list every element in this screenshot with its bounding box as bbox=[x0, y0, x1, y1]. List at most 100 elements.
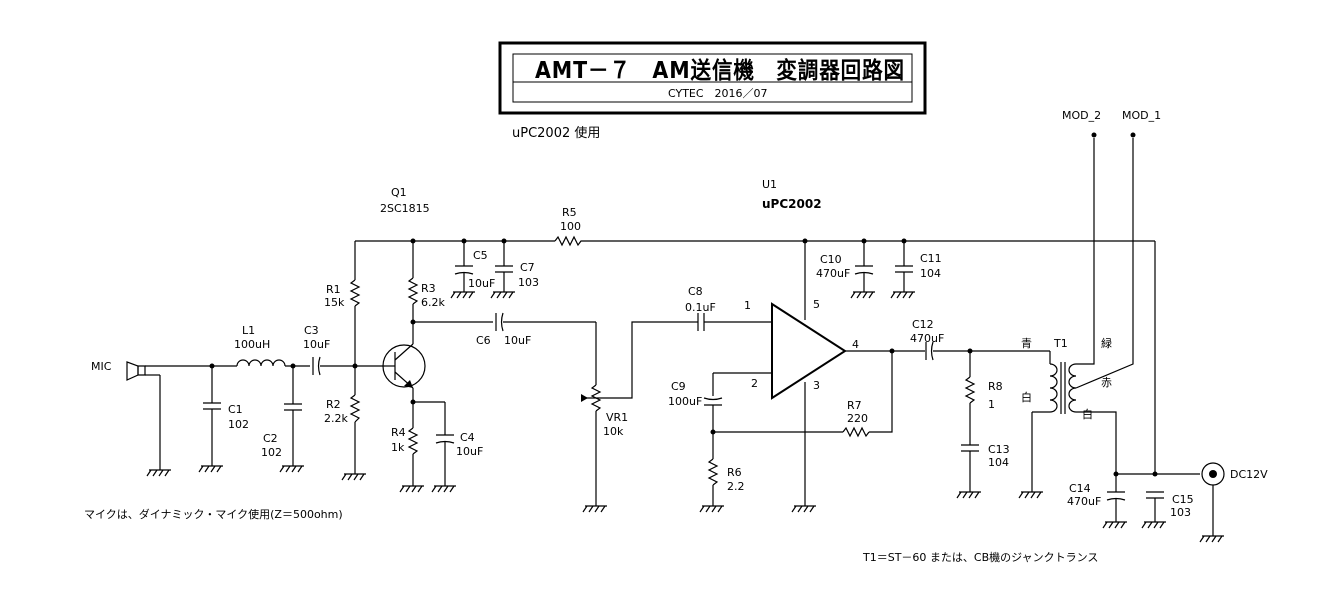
t1-white-primary: 白 bbox=[1021, 390, 1032, 404]
u1-ref: U1 bbox=[762, 178, 777, 191]
ground-icon bbox=[699, 505, 724, 513]
capacitor-c15 bbox=[1146, 491, 1164, 522]
c8-ref: C8 bbox=[688, 285, 703, 298]
ground-icon bbox=[791, 505, 816, 513]
resistor-r6 bbox=[707, 458, 719, 506]
r3-value: 6.2k bbox=[421, 296, 445, 309]
mod1-label: MOD_1 bbox=[1122, 109, 1161, 122]
junction-dot bbox=[1113, 471, 1119, 477]
c7-ref: C7 bbox=[520, 261, 535, 274]
r7-value: 220 bbox=[847, 412, 868, 425]
mic-symbol bbox=[126, 361, 237, 470]
c2-ref: C2 bbox=[263, 432, 278, 445]
ground-icon bbox=[890, 291, 915, 299]
junction-dot bbox=[209, 363, 215, 369]
capacitor-c7 bbox=[495, 241, 513, 292]
note-top: uPC2002 使用 bbox=[512, 125, 600, 141]
r5-ref: R5 bbox=[562, 206, 577, 219]
pin-5: 5 bbox=[813, 298, 820, 311]
title-main: AMT－７ AM送信機 変調器回路図 bbox=[535, 57, 905, 84]
terminal-dot bbox=[1091, 132, 1097, 138]
junction-dot bbox=[410, 399, 416, 405]
r1-value: 15k bbox=[324, 296, 345, 309]
potentiometer-vr1 bbox=[581, 321, 690, 506]
ground-icon bbox=[1199, 535, 1224, 543]
q1-ref: Q1 bbox=[391, 186, 407, 199]
ground-icon bbox=[146, 469, 171, 477]
vr1-ref: VR1 bbox=[606, 411, 628, 424]
c9-ref: C9 bbox=[671, 380, 686, 393]
ground-icon bbox=[1102, 521, 1127, 529]
resistor-r3 bbox=[407, 241, 419, 322]
capacitor-c10 bbox=[854, 241, 874, 292]
c12-value: 470uF bbox=[910, 332, 944, 345]
title-sub: CYTEC 2016／07 bbox=[668, 87, 768, 100]
ground-icon bbox=[850, 291, 875, 299]
junction-dot bbox=[1152, 471, 1158, 477]
u1-value: uPC2002 bbox=[762, 197, 822, 211]
c11-ref: C11 bbox=[920, 252, 942, 265]
ground-icon bbox=[490, 291, 515, 299]
c8-value: 0.1uF bbox=[685, 301, 716, 314]
pin-1: 1 bbox=[744, 299, 751, 312]
t1-ref: T1 bbox=[1053, 337, 1068, 350]
capacitor-c12 bbox=[925, 341, 1050, 361]
junction-dot bbox=[290, 363, 296, 369]
r8-value: 1 bbox=[988, 398, 995, 411]
c9-value: 100uF bbox=[668, 395, 702, 408]
inductor-l1 bbox=[236, 359, 310, 367]
c15-value: 103 bbox=[1170, 506, 1191, 519]
capacitor-c6 bbox=[413, 312, 596, 332]
capacitor-c2 bbox=[284, 366, 302, 466]
resistor-r4 bbox=[407, 401, 445, 486]
mod2-label: MOD_2 bbox=[1062, 109, 1101, 122]
ground-icon bbox=[431, 485, 456, 493]
capacitor-c14 bbox=[1106, 491, 1126, 522]
c14-value: 470uF bbox=[1067, 495, 1101, 508]
junction-dot bbox=[352, 363, 358, 369]
r6-value: 2.2 bbox=[727, 480, 745, 493]
pin-2: 2 bbox=[751, 377, 758, 390]
capacitor-c8 bbox=[690, 313, 772, 331]
ground-icon bbox=[399, 485, 424, 493]
junction-dot bbox=[889, 348, 895, 354]
c2-value: 102 bbox=[261, 446, 282, 459]
capacitor-c4 bbox=[435, 402, 455, 486]
c13-ref: C13 bbox=[988, 443, 1010, 456]
q1-value: 2SC1815 bbox=[380, 202, 430, 215]
c15-ref: C15 bbox=[1172, 493, 1194, 506]
r4-ref: R4 bbox=[391, 426, 406, 439]
c7-value: 103 bbox=[518, 276, 539, 289]
vr1-value: 10k bbox=[603, 425, 624, 438]
resistor-r7 bbox=[713, 351, 893, 438]
ground-icon bbox=[956, 491, 981, 499]
dc-label: DC12V bbox=[1230, 468, 1268, 481]
t1-blue: 青 bbox=[1021, 337, 1032, 350]
terminal-dot bbox=[1130, 132, 1136, 138]
c5-value: 10uF bbox=[468, 277, 495, 290]
amplifier-u1 bbox=[713, 241, 925, 506]
c3-value: 10uF bbox=[303, 338, 330, 351]
resistor-r5 bbox=[554, 235, 585, 247]
ground-icon bbox=[341, 473, 366, 481]
r1-ref: R1 bbox=[326, 283, 341, 296]
transistor-q1 bbox=[382, 322, 426, 402]
ground-icon bbox=[1018, 491, 1043, 499]
title-block: AMT－７ AM送信機 変調器回路図 CYTEC 2016／07 bbox=[498, 41, 927, 115]
ground-icon bbox=[450, 291, 475, 299]
resistor-r2 bbox=[349, 394, 361, 474]
r2-value: 2.2k bbox=[324, 412, 348, 425]
c12-ref: C12 bbox=[912, 318, 934, 331]
c3-ref: C3 bbox=[304, 324, 319, 337]
r2-ref: R2 bbox=[326, 398, 341, 411]
pin-4: 4 bbox=[852, 338, 859, 351]
c11-value: 104 bbox=[920, 267, 941, 280]
capacitor-c3 bbox=[312, 356, 385, 376]
c5-ref: C5 bbox=[473, 249, 488, 262]
capacitor-c11 bbox=[895, 241, 913, 292]
r7-ref: R7 bbox=[847, 399, 862, 412]
note-mic: マイクは、ダイナミック・マイク使用(Z＝500ohm) bbox=[84, 507, 343, 521]
c14-ref: C14 bbox=[1069, 482, 1091, 495]
resistor-r8 bbox=[964, 351, 976, 445]
